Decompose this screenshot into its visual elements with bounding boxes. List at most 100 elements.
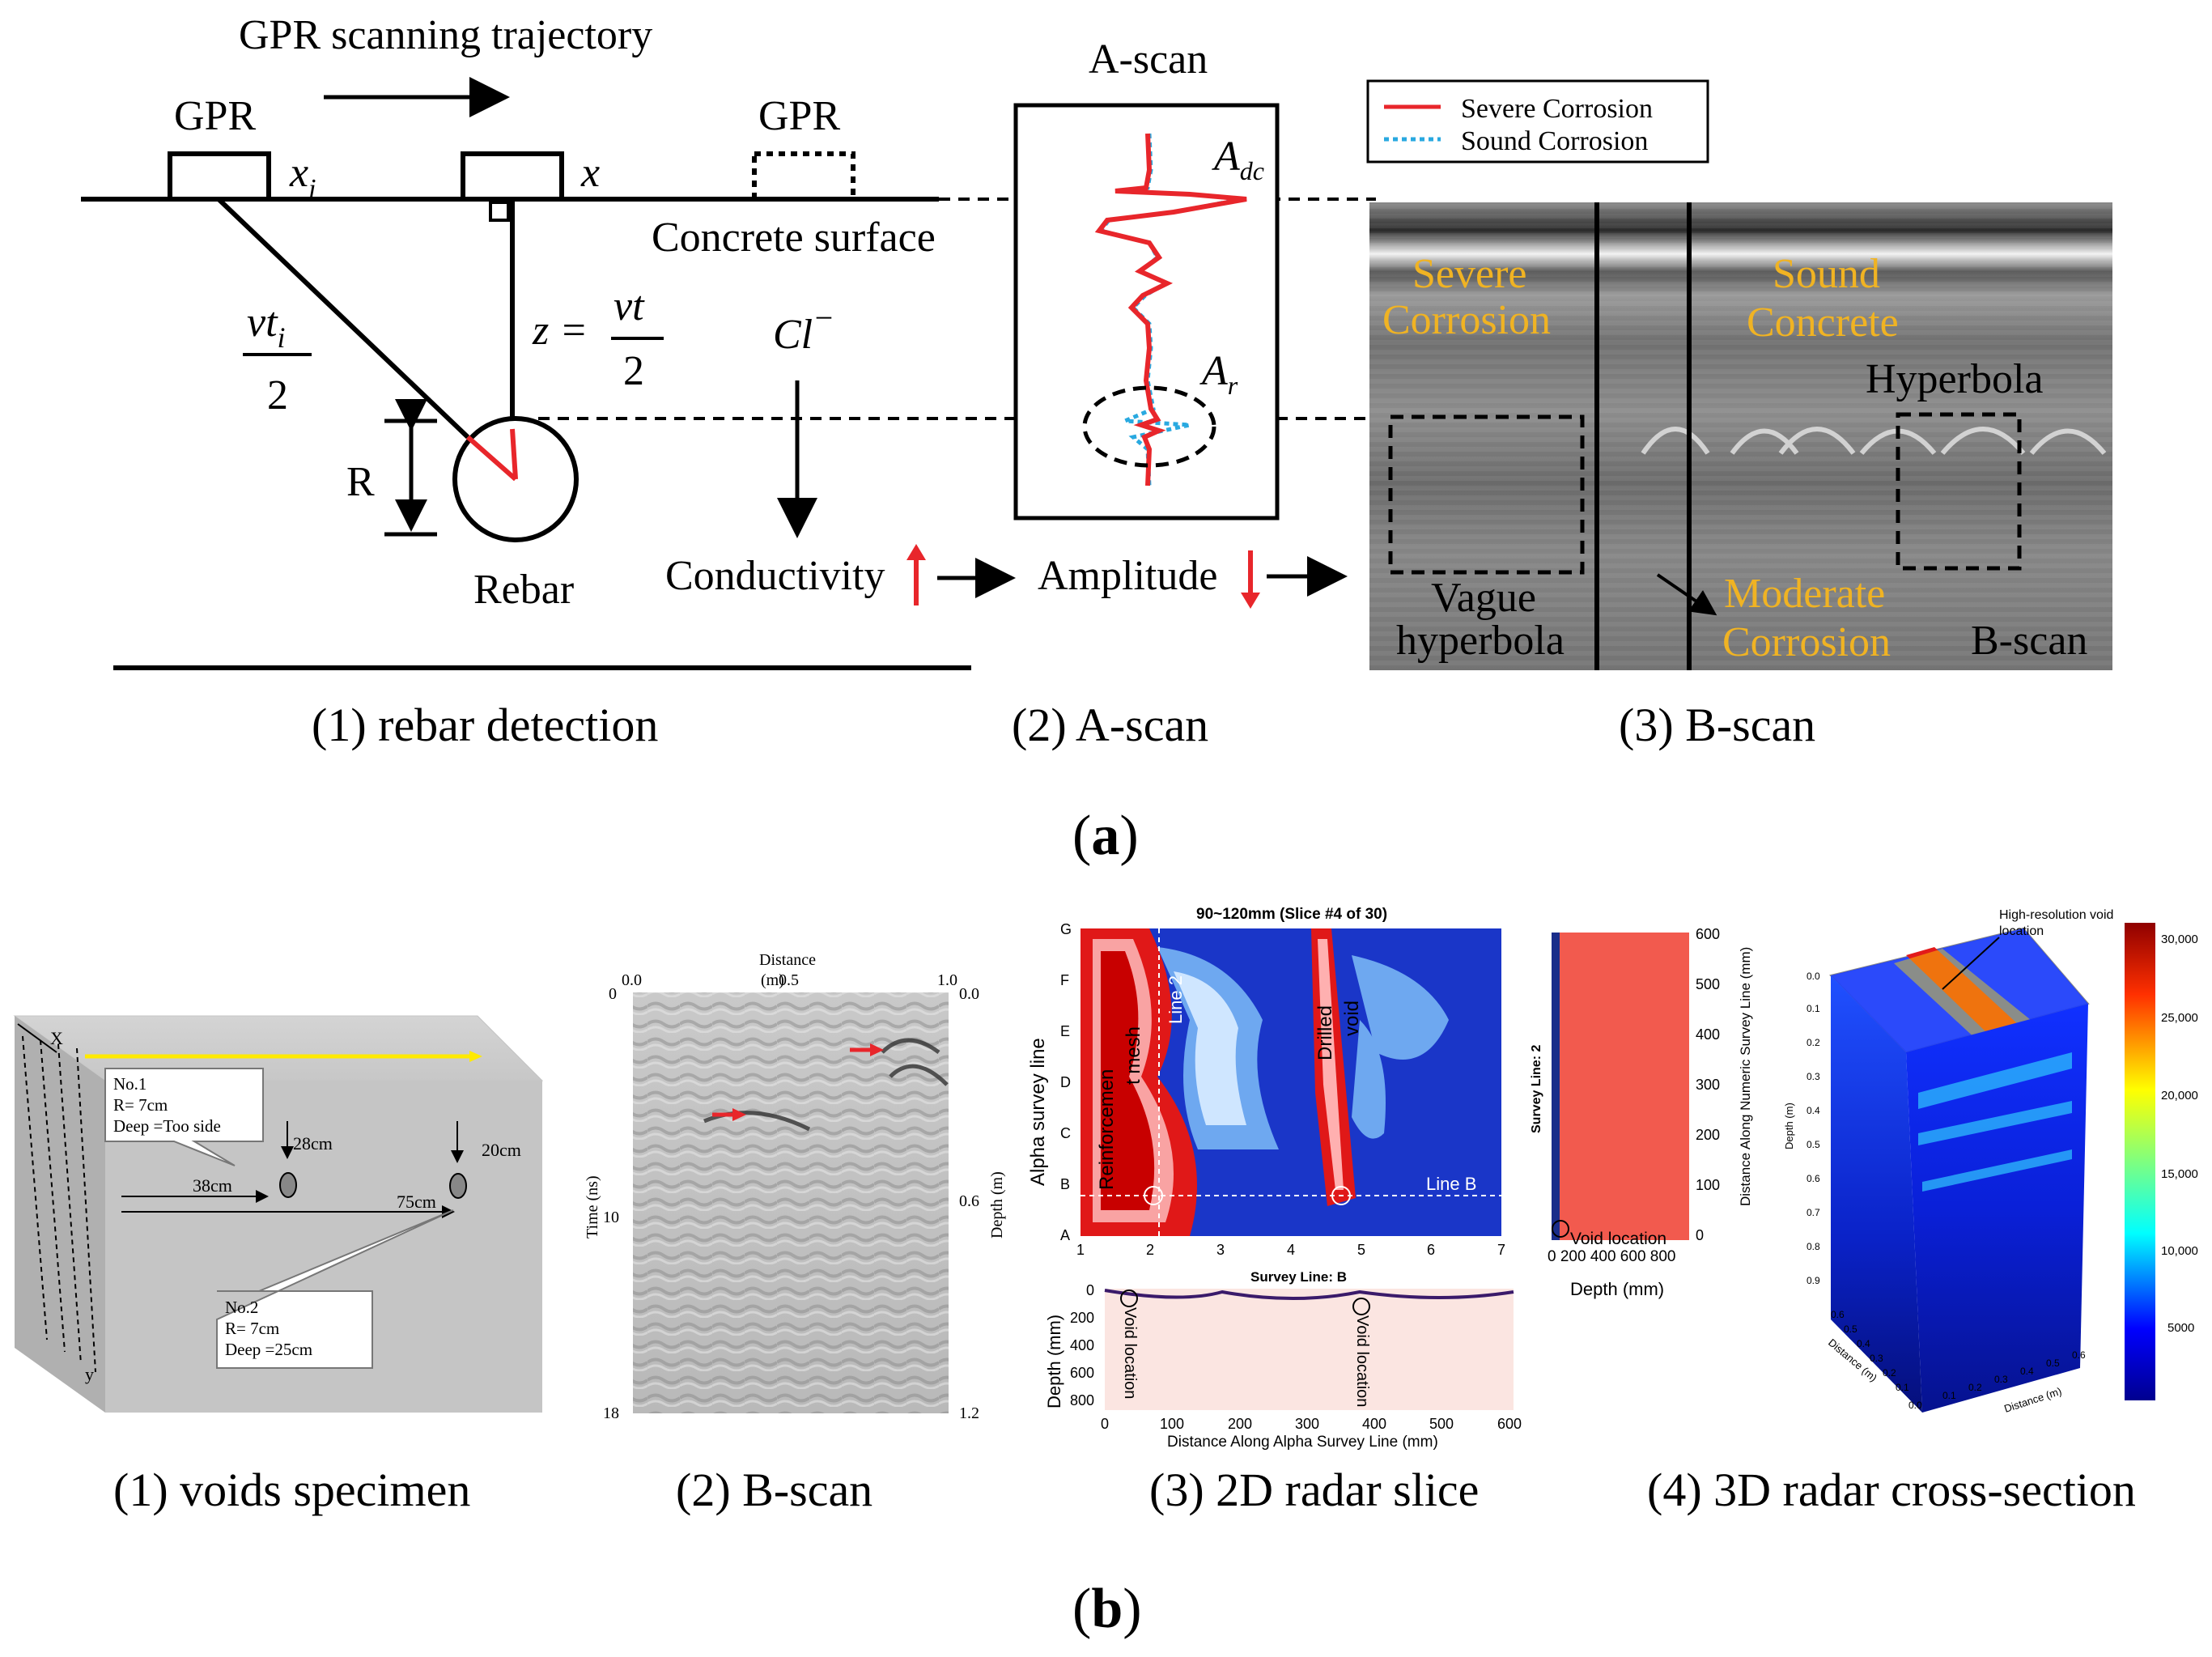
sound-label-1: Sound bbox=[1773, 251, 1880, 297]
cube-ldist-1: 0.5 bbox=[1844, 1323, 1857, 1335]
bscan-image-label: B-scan bbox=[1971, 618, 2087, 664]
cube-depth-tick-0: 0.0 bbox=[1807, 971, 1820, 982]
b2-top-tick-2: 1.0 bbox=[937, 971, 957, 989]
cube-depth-tick-7: 0.7 bbox=[1807, 1207, 1820, 1218]
no2-r: R= 7cm bbox=[225, 1319, 279, 1338]
panel-b-letter: (b) bbox=[1072, 1578, 1142, 1640]
cube-reflections bbox=[1918, 1052, 2072, 1192]
cube-depth-tick-3: 0.3 bbox=[1807, 1071, 1820, 1082]
gpr-antenna-dotted bbox=[752, 151, 856, 202]
cube-void-annotation-line bbox=[1942, 937, 2000, 990]
cube-rdist-4: 0.5 bbox=[2046, 1357, 2060, 1369]
no1-title: No.1 bbox=[113, 1074, 146, 1094]
cube-rdist-3: 0.4 bbox=[2020, 1366, 2034, 1377]
slice-void-circle-2 bbox=[1331, 1186, 1351, 1205]
slice-side-ylabel: Distance Along Numeric Survey Line (mm) bbox=[1738, 947, 1753, 1206]
rebar-radius-red-1 bbox=[466, 435, 517, 482]
right-angle-mark bbox=[489, 201, 510, 222]
slice-bottom-yticks: 0 200 400 600 800 bbox=[1070, 1282, 1094, 1408]
rebar-label: Rebar bbox=[473, 567, 574, 613]
voids-specimen-panel: X y No.1 R= 7cm Deep =Too side 28cm 20cm… bbox=[13, 1015, 544, 1516]
slice-bottom-void-1 bbox=[1120, 1289, 1138, 1307]
bscan-panel: Severe Corrosion Sound Corrosion Severe … bbox=[1366, 79, 2112, 751]
cube-depth-tick-5: 0.5 bbox=[1807, 1139, 1820, 1150]
slice-bottom-top-band bbox=[1104, 1289, 1514, 1300]
no1-callout bbox=[104, 1068, 264, 1166]
cube-left-dist-ticks: 0.6 0.5 0.4 0.3 0.2 0.1 0.0 bbox=[1831, 1309, 1922, 1411]
b2-red-head-1 bbox=[732, 1108, 746, 1121]
z-numerator: vt bbox=[614, 283, 645, 329]
legend-severe-text: Severe Corrosion bbox=[1461, 94, 1653, 124]
line2-label: Line 2 bbox=[1165, 975, 1186, 1024]
slice-y-tick-A: A bbox=[1060, 1227, 1070, 1243]
moderate-arrow bbox=[1656, 573, 1717, 616]
slice-side-void-label: Void location bbox=[1570, 1230, 1666, 1248]
slice2d-panel: 90~120mm (Slice #4 of 30) Reinforcemen t… bbox=[1027, 906, 1753, 1516]
ascan-title: A-scan bbox=[1089, 36, 1208, 83]
cube-depth-tick-2: 0.2 bbox=[1807, 1037, 1820, 1048]
specimen-x-axis bbox=[17, 1023, 57, 1053]
ascan-caption: (2) A-scan bbox=[1012, 699, 1208, 751]
slice-x-tick-2: 2 bbox=[1146, 1242, 1154, 1258]
xi-label: xi bbox=[289, 150, 316, 204]
moderate-label-1: Moderate bbox=[1724, 571, 1885, 617]
adc-label: Adc bbox=[1212, 134, 1264, 185]
cbar-tick-30000: 30,000 bbox=[2161, 933, 2198, 946]
legend-box bbox=[1366, 79, 1709, 164]
cbar-tick-5000: 5000 bbox=[2167, 1321, 2194, 1335]
cube-rdist-0: 0.1 bbox=[1942, 1390, 1956, 1401]
slice-side-yticks: 600 500 400 300 200 100 0 bbox=[1696, 926, 1720, 1243]
sb-xtick-3: 300 bbox=[1295, 1416, 1319, 1432]
slice-bottom-xticks: 0 100 200 300 400 500 600 bbox=[1101, 1416, 1522, 1432]
slice-bottom-xlabel: Distance Along Alpha Survey Line (mm) bbox=[1167, 1434, 1438, 1451]
ar-ellipse bbox=[1082, 385, 1216, 468]
b2-distance-label: Distance bbox=[759, 951, 816, 969]
ss-ytick-100: 100 bbox=[1696, 1177, 1720, 1193]
sb-ytick-1: 200 bbox=[1070, 1310, 1094, 1326]
sb-xtick-0: 0 bbox=[1101, 1416, 1109, 1432]
rebar-caption: (1) rebar detection bbox=[312, 699, 658, 751]
drilled-label-1: Drilled bbox=[1314, 1005, 1336, 1060]
gpr-antenna-middle bbox=[461, 151, 564, 202]
slice-side-survey: Survey Line: 2 bbox=[1530, 1045, 1543, 1133]
sb-xtick-5: 500 bbox=[1429, 1416, 1454, 1432]
slice-x-tick-5: 5 bbox=[1357, 1242, 1365, 1258]
vague-label-1: Vague bbox=[1431, 575, 1536, 621]
sb-ytick-4: 800 bbox=[1070, 1392, 1094, 1408]
slice-side-edge bbox=[1552, 933, 1560, 1240]
specimen-dashed-scans bbox=[22, 1035, 96, 1373]
b2-top-tick-1: 0.5 bbox=[779, 971, 799, 989]
amplitude-label: Amplitude bbox=[1038, 553, 1217, 599]
cube-ldist-3: 0.3 bbox=[1870, 1353, 1883, 1364]
cbar-tick-25000: 25,000 bbox=[2161, 1011, 2198, 1025]
survey-b-label: Survey Line: B bbox=[1250, 1269, 1347, 1285]
cube-annotation-2: location bbox=[1999, 924, 2044, 938]
slice-bottom-ylabel: Depth (mm) bbox=[1044, 1315, 1064, 1408]
cube-ldist-2: 0.4 bbox=[1857, 1338, 1870, 1349]
lineb-label: Line B bbox=[1426, 1174, 1476, 1194]
gpr-label-right: GPR bbox=[758, 93, 840, 139]
rebar-radius-red-2 bbox=[510, 428, 518, 480]
slice-bottom-void-label-1: Void location bbox=[1121, 1307, 1139, 1399]
cross3d-panel: High-resolution void location 0.0 0.1 0.… bbox=[1647, 908, 2198, 1516]
b2-time-tick-2: 18 bbox=[603, 1404, 619, 1422]
ss-ytick-500: 500 bbox=[1696, 976, 1720, 992]
b2-depth-label: Depth (m) bbox=[988, 1171, 1006, 1239]
reinf-label-2: t mesh bbox=[1123, 1026, 1144, 1085]
cube-depth-tick-9: 0.9 bbox=[1807, 1275, 1820, 1286]
b2-red-head-2 bbox=[870, 1043, 884, 1056]
slice-y-tick-F: F bbox=[1060, 972, 1069, 988]
slice-x-tick-4: 4 bbox=[1287, 1242, 1295, 1258]
b2-time-tick-0: 0 bbox=[609, 985, 617, 1003]
cube-depth-ticks: 0.0 0.1 0.2 0.3 0.4 0.5 0.6 0.7 0.8 0.9 bbox=[1807, 971, 1820, 1286]
cross3d-caption: (4) 3D radar cross-section bbox=[1647, 1464, 2136, 1516]
sound-label-2: Concrete bbox=[1747, 300, 1899, 346]
sb-xtick-2: 200 bbox=[1228, 1416, 1252, 1432]
slice-side-void bbox=[1552, 1220, 1569, 1238]
rebar-detection-panel: GPR scanning trajectory GPR GPR xi x Con… bbox=[81, 12, 1376, 751]
sb-xtick-4: 400 bbox=[1362, 1416, 1386, 1432]
reinf-label-1: Reinforcemen bbox=[1096, 1069, 1118, 1190]
sb-ytick-2: 400 bbox=[1070, 1337, 1094, 1353]
moderate-label-2: Corrosion bbox=[1722, 619, 1891, 665]
